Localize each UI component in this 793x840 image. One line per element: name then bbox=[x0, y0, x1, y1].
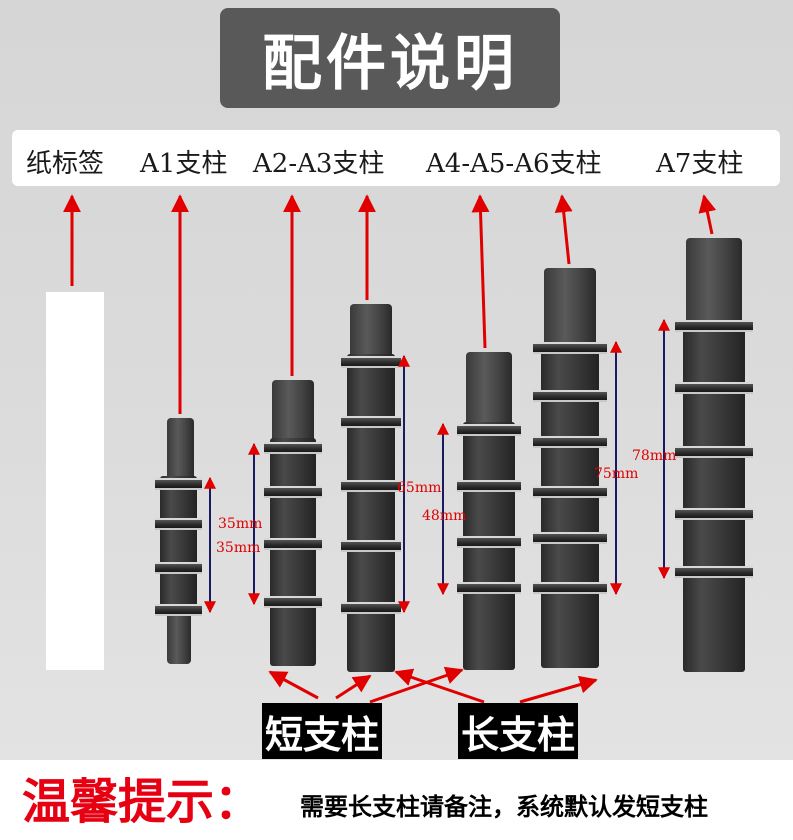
a1-ring bbox=[155, 604, 202, 616]
a7-ring bbox=[675, 566, 753, 578]
pointer-arrow bbox=[554, 194, 573, 265]
dimension-label: 35mm bbox=[218, 516, 263, 532]
a1-ring bbox=[155, 562, 202, 574]
pointer-arrow bbox=[471, 194, 490, 349]
dimension-label: 78mm bbox=[632, 448, 677, 464]
notice-heading: 温馨提示： bbox=[22, 774, 263, 830]
a7-ring bbox=[675, 446, 753, 458]
a6-ring bbox=[533, 486, 607, 498]
a2-ring bbox=[264, 596, 322, 608]
a3-ring bbox=[341, 480, 401, 492]
a1-post-body bbox=[160, 476, 197, 616]
a3-ring bbox=[341, 602, 401, 614]
a2-post-body bbox=[270, 438, 316, 666]
a6-ring bbox=[533, 390, 607, 402]
a7-ring bbox=[675, 320, 753, 332]
a2-ring bbox=[264, 442, 322, 454]
title-banner: 配件说明 bbox=[220, 8, 560, 108]
dimension-label: 48mm bbox=[422, 508, 467, 524]
group-arrow bbox=[369, 666, 464, 704]
a4-ring bbox=[457, 582, 521, 594]
dimension-label: 75mm bbox=[594, 466, 639, 482]
a2-ring bbox=[264, 538, 322, 550]
long-post-label: 长支柱 bbox=[460, 712, 575, 757]
a6-post-top bbox=[544, 268, 596, 344]
short-post-label: 短支柱 bbox=[264, 712, 379, 757]
group-arrow bbox=[335, 674, 372, 700]
a4-ring bbox=[457, 424, 521, 436]
a7-ring bbox=[675, 382, 753, 394]
a6-ring bbox=[533, 342, 607, 354]
a1-post-caption: A1支柱 bbox=[140, 149, 228, 179]
a2-a3-post-caption: A2-A3支柱 bbox=[253, 149, 385, 179]
a2-post-top bbox=[272, 380, 314, 440]
a7-ring bbox=[675, 508, 753, 520]
group-arrow bbox=[394, 668, 485, 704]
a1-post-top bbox=[167, 418, 194, 478]
a7-post-body bbox=[683, 322, 745, 672]
a3-post-top bbox=[350, 304, 392, 356]
a2-ring bbox=[264, 486, 322, 498]
group-arrow bbox=[519, 675, 598, 704]
a1-ring bbox=[155, 478, 202, 490]
paper-label-caption: 纸标签 bbox=[26, 149, 105, 179]
a3-ring bbox=[341, 416, 401, 428]
a4-ring bbox=[457, 480, 521, 492]
a6-ring bbox=[533, 436, 607, 448]
pointer-arrow bbox=[698, 194, 717, 235]
group-arrow bbox=[268, 670, 319, 700]
annotation-overlay bbox=[63, 194, 717, 704]
a1-post-bottom bbox=[167, 614, 191, 664]
a1-ring bbox=[155, 518, 202, 530]
short-post-tag: 短支柱 bbox=[262, 703, 382, 759]
a6-ring bbox=[533, 532, 607, 544]
page-title: 配件说明 bbox=[262, 28, 518, 99]
part-label-bar bbox=[12, 130, 780, 186]
a7-post-top bbox=[686, 238, 742, 324]
a6-ring bbox=[533, 582, 607, 594]
a3-ring bbox=[341, 356, 401, 368]
notice-text: 需要长支柱请备注，系统默认发短支柱 bbox=[300, 793, 708, 821]
paper-label-part bbox=[46, 292, 104, 670]
dimension-label: 65mm bbox=[397, 480, 442, 496]
a3-ring bbox=[341, 540, 401, 552]
a4-post-top bbox=[466, 352, 512, 424]
a4-ring bbox=[457, 536, 521, 548]
a4-a6-post-caption: A4-A5-A6支柱 bbox=[426, 149, 602, 179]
a7-post-caption: A7支柱 bbox=[656, 149, 744, 179]
long-post-tag: 长支柱 bbox=[458, 703, 578, 759]
dimension-label: 35mm bbox=[216, 540, 261, 556]
a3-post-body bbox=[347, 354, 395, 672]
